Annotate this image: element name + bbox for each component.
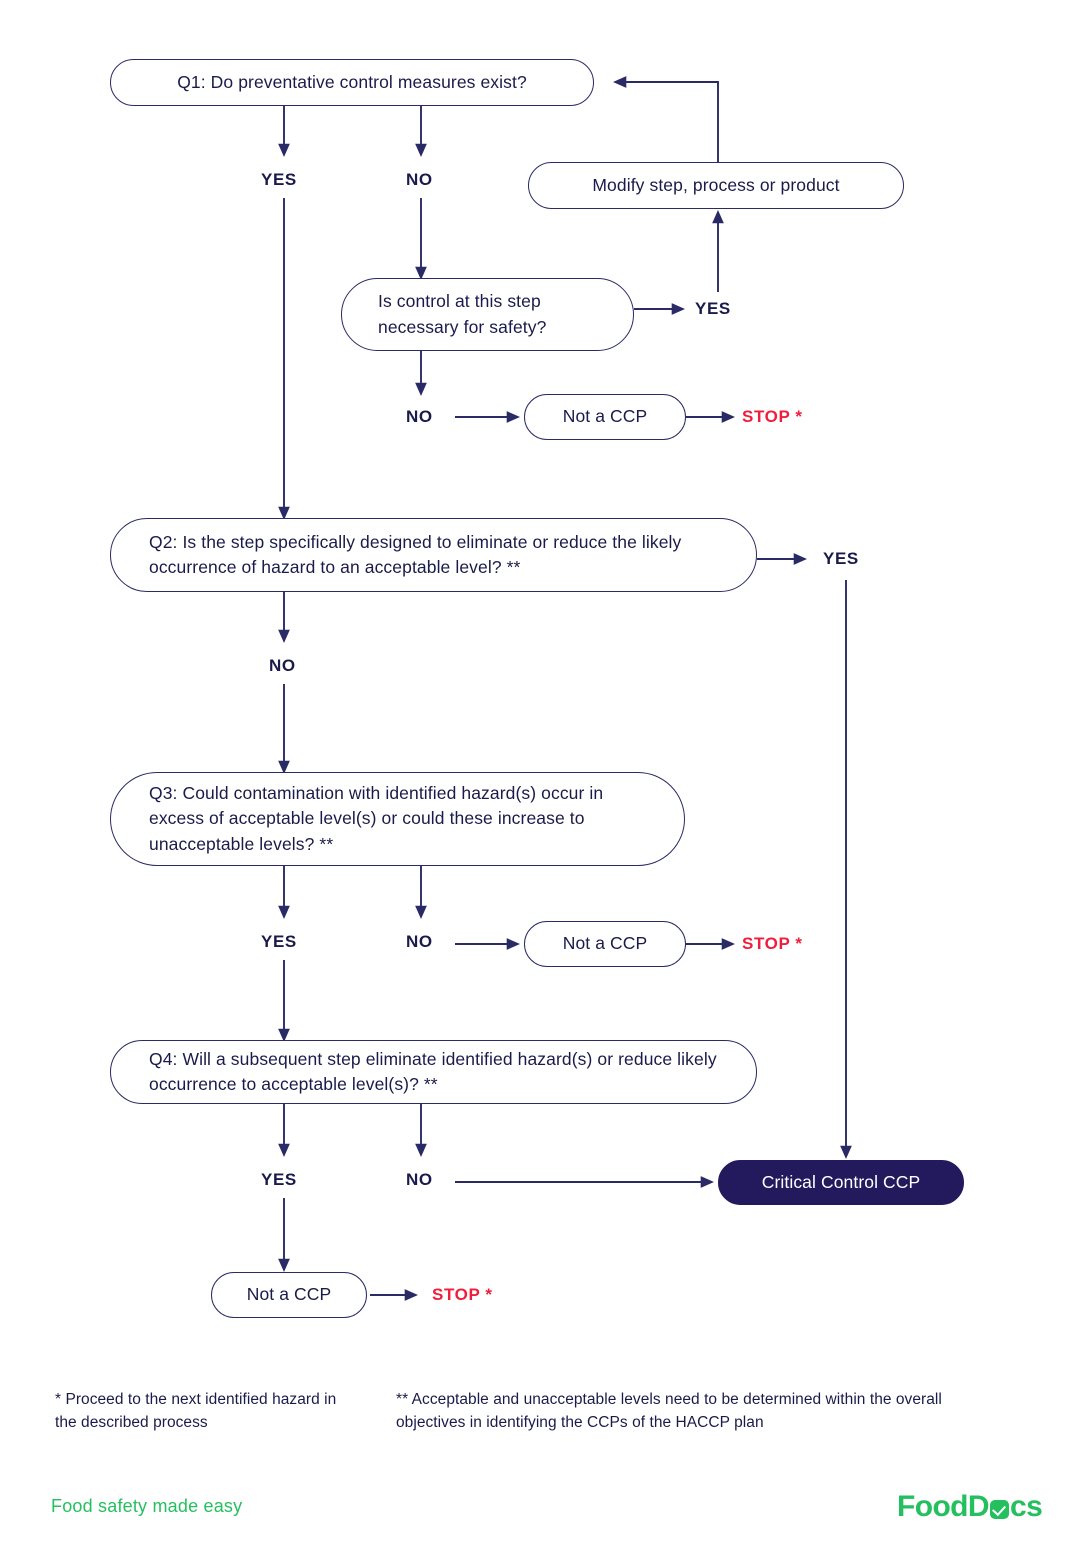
node-critical-control-ccp-label: Critical Control CCP	[761, 1171, 921, 1192]
node-q3-label: Q3: Could contamination with identified …	[149, 782, 604, 854]
label-stop-2: STOP *	[742, 934, 803, 953]
label-safety-yes: YES	[695, 299, 731, 318]
node-q2-label: Q2: Is the step specifically designed to…	[149, 531, 682, 577]
fooddocs-logo: Food D cs	[897, 1490, 1043, 1524]
label-stop-3: STOP *	[432, 1285, 493, 1304]
edge-modify-loop-to-q1	[613, 76, 719, 162]
node-q1-label: Q1: Do preventative control measures exi…	[177, 71, 527, 92]
node-modify-step[interactable]: Modify step, process or product	[528, 162, 904, 209]
label-q2-no: NO	[269, 656, 296, 675]
label-q2-yes: YES	[823, 549, 859, 568]
check-square-icon	[989, 1499, 1009, 1519]
node-q2[interactable]: Q2: Is the step specifically designed to…	[110, 518, 757, 592]
node-not-a-ccp-3[interactable]: Not a CCP	[211, 1272, 367, 1318]
footer-tagline: Food safety made easy	[51, 1496, 243, 1516]
footnote-single-star: * Proceed to the next identified hazard …	[55, 1391, 337, 1432]
node-control-necessary-for-safety[interactable]: Is control at this step necessary for sa…	[341, 278, 634, 351]
label-q3-no: NO	[406, 932, 433, 951]
node-not-a-ccp-2-label: Not a CCP	[562, 933, 648, 954]
label-q3-yes: YES	[261, 932, 297, 951]
label-safety-no: NO	[406, 407, 433, 426]
node-not-a-ccp-1[interactable]: Not a CCP	[524, 394, 686, 440]
node-not-a-ccp-2[interactable]: Not a CCP	[524, 921, 686, 967]
label-stop-1: STOP *	[742, 407, 803, 426]
label-q4-yes: YES	[261, 1170, 297, 1189]
node-modify-step-label: Modify step, process or product	[592, 174, 840, 195]
node-control-necessary-label: Is control at this step necessary for sa…	[378, 291, 547, 337]
label-q1-no: NO	[406, 170, 433, 189]
node-critical-control-ccp[interactable]: Critical Control CCP	[718, 1160, 964, 1205]
label-q4-no: NO	[406, 1170, 433, 1189]
label-q1-yes: YES	[261, 170, 297, 189]
node-q1[interactable]: Q1: Do preventative control measures exi…	[110, 59, 594, 106]
footnote-double-star: ** Acceptable and unacceptable levels ne…	[396, 1391, 942, 1432]
logo-text-food: Food	[897, 1490, 969, 1523]
node-not-a-ccp-3-label: Not a CCP	[246, 1284, 332, 1305]
logo-text-cs: cs	[1009, 1490, 1043, 1523]
node-q4-label: Q4: Will a subsequent step eliminate ide…	[149, 1048, 717, 1094]
node-not-a-ccp-1-label: Not a CCP	[562, 406, 648, 427]
node-q4[interactable]: Q4: Will a subsequent step eliminate ide…	[110, 1040, 757, 1104]
node-q3[interactable]: Q3: Could contamination with identified …	[110, 772, 685, 866]
logo-text-d: D	[967, 1490, 990, 1523]
